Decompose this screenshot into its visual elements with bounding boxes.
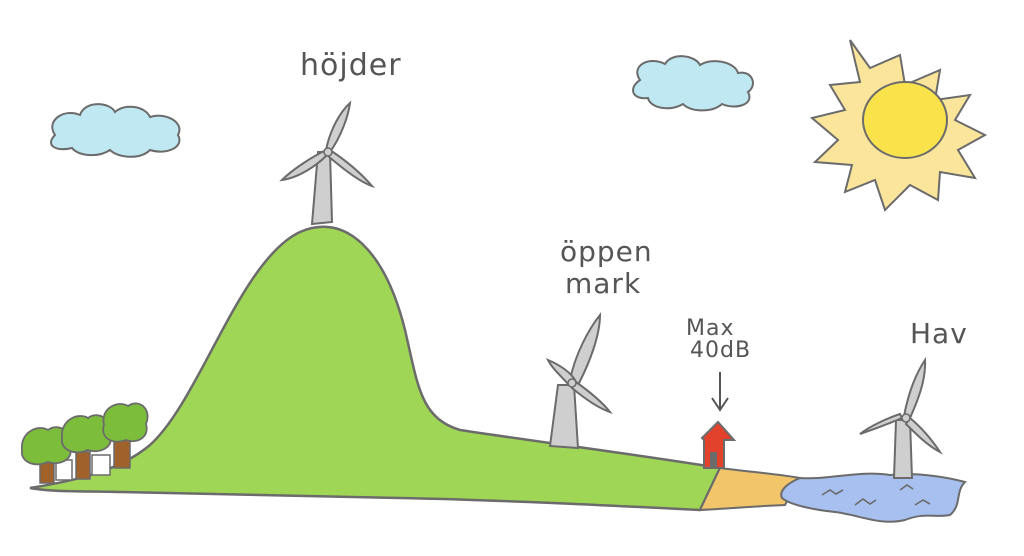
- sun-core: [862, 81, 948, 159]
- wind-turbine-hill: [279, 100, 376, 226]
- wind-turbine-sea: [859, 356, 943, 479]
- trees: [21, 402, 149, 484]
- label-hills: höjder: [300, 48, 402, 83]
- sand-strip: [698, 466, 802, 512]
- label-open-land-line1: öppen: [560, 235, 653, 268]
- grass-hill: [29, 225, 722, 512]
- label-max: Max: [686, 316, 735, 341]
- label-open-land-line2: mark: [565, 267, 642, 300]
- label-sea: Hav: [910, 317, 968, 350]
- label-decibel: 40dB: [690, 338, 752, 363]
- water-ripples: [821, 484, 931, 506]
- cloud-right: [632, 55, 754, 112]
- wind-turbine-open-land: [545, 312, 613, 450]
- cloud-left: [50, 103, 181, 158]
- arrow-down-icon: [711, 372, 729, 412]
- red-house: [700, 420, 737, 469]
- sea-water: [780, 472, 967, 523]
